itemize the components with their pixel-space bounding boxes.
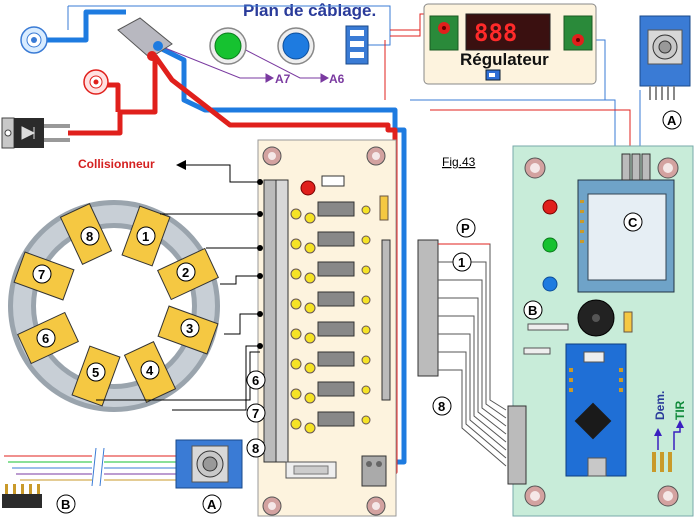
- coil-number-3: 3: [186, 321, 193, 336]
- svg-text:A: A: [667, 113, 677, 128]
- toroid-coils: [8, 200, 220, 412]
- connector-label-b-board: B: [523, 300, 543, 320]
- power-switch-icon: [117, 17, 173, 61]
- ribbon-connector-p: [417, 239, 507, 467]
- main-green-board: [507, 145, 694, 517]
- collision-arrow: [176, 160, 262, 183]
- coil-number-5: 5: [92, 365, 99, 380]
- connector-label-one: 1: [452, 252, 472, 272]
- green-push-button-icon: [209, 27, 247, 65]
- svg-text:B: B: [528, 303, 537, 318]
- svg-text:1: 1: [458, 255, 465, 270]
- driver-board: [257, 139, 397, 517]
- blue-push-button-icon: [277, 27, 315, 65]
- rotary-encoder-module-top: [639, 15, 691, 100]
- connector-label-c: C: [623, 212, 643, 232]
- svg-text:8: 8: [438, 399, 445, 414]
- tir-label: TIR: [673, 400, 687, 420]
- blue-power-wire: [42, 9, 407, 465]
- coil-number-2: 2: [182, 265, 189, 280]
- connector-label-eight: 8: [432, 396, 452, 416]
- diode-bridge-icon: [1, 117, 70, 149]
- connector-label-a-top: A: [662, 110, 682, 130]
- encoder-cable: [4, 447, 176, 487]
- board-number-7: 7: [252, 406, 259, 421]
- svg-text:C: C: [628, 215, 638, 230]
- svg-text:B: B: [61, 497, 70, 512]
- connector-label-b-bottom: B: [56, 494, 76, 514]
- coil-number-8: 8: [86, 229, 93, 244]
- coil-number-4: 4: [146, 363, 154, 378]
- dem-label: Dem.: [653, 391, 667, 420]
- connector-label-a-bottom: A: [202, 494, 222, 514]
- coax-connector-icon: [20, 26, 48, 54]
- pin-label-a6: A6: [329, 72, 345, 86]
- encoder-header-bottom: [2, 484, 42, 508]
- regulator-module: 888 Régulateur: [423, 3, 597, 85]
- board-number-8: 8: [252, 441, 259, 456]
- driver-stages: [290, 175, 371, 434]
- pin-arrows: [262, 73, 330, 83]
- svg-text:A: A: [207, 497, 217, 512]
- figure-label: Fig.43: [442, 155, 476, 169]
- coil-number-7: 7: [38, 267, 45, 282]
- coil-number-badges: 1 2 3 4 5 6 7 8: [32, 226, 200, 382]
- coil-number-1: 1: [142, 229, 149, 244]
- coil-number-6: 6: [42, 331, 49, 346]
- board-numbers: 6 7 8: [246, 370, 266, 458]
- pin-label-a7: A7: [275, 72, 291, 86]
- rotary-encoder-module-bottom: [175, 439, 243, 489]
- svg-text:P: P: [461, 221, 470, 236]
- board-pin-dots: [257, 179, 263, 349]
- regulator-label: Régulateur: [460, 50, 549, 69]
- three-pin-connector-icon: [345, 25, 369, 65]
- collision-label: Collisionneur: [78, 157, 155, 171]
- diagram-title: Plan de câblage.: [243, 1, 376, 20]
- red-jack-icon: [83, 69, 109, 95]
- board-number-6: 6: [252, 373, 259, 388]
- regulator-display: 888: [474, 19, 517, 47]
- connector-label-p: P: [456, 218, 476, 238]
